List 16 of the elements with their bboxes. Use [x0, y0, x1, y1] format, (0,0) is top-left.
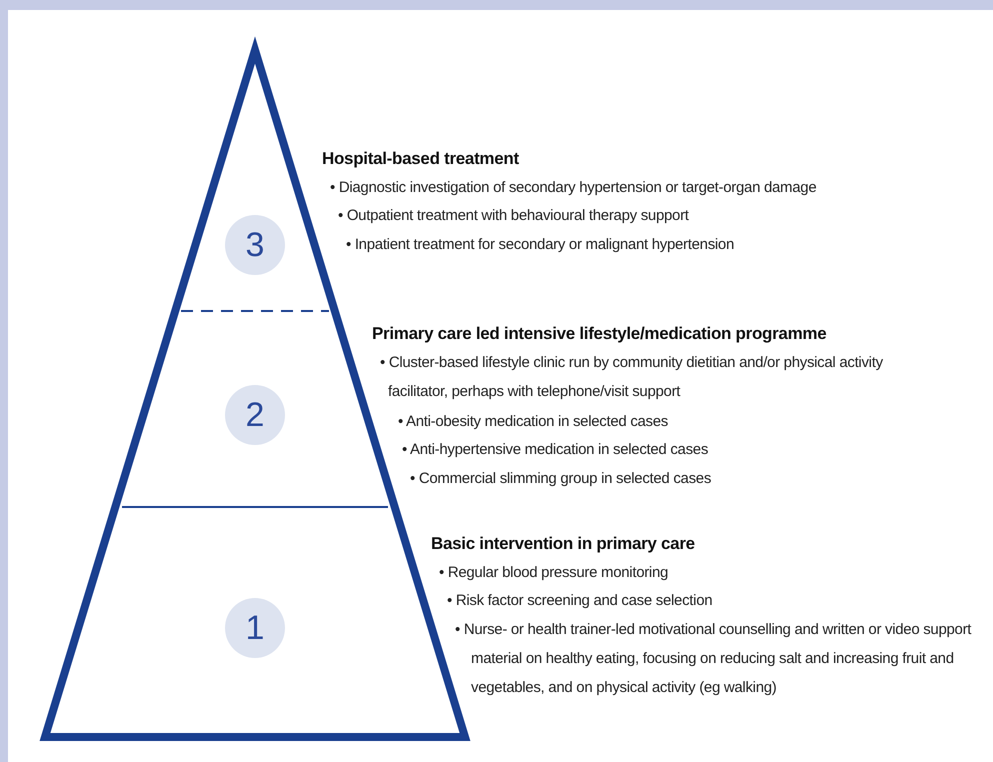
tier-number-circle: 2 [225, 385, 285, 445]
bullet-text: • Diagnostic investigation of secondary hypertension or target-organ damage [330, 178, 818, 198]
bullet-text: • Nurse- or health trainer-led motivational counselling and written or video support material on healthy eating, focusing on reducing salt and increasing fruit and vegetables, and on physical activity (eg walking) [455, 620, 972, 698]
tier-heading: Primary care led intensive lifestyle/medication programme [372, 323, 828, 345]
tier-heading: Basic intervention in primary care [431, 533, 696, 555]
bullet-text: • Risk factor screening and case selection [447, 591, 714, 611]
bullet-text: • Inpatient treatment for secondary or malignant hypertension [346, 235, 736, 255]
bullet-text: • Regular blood pressure monitoring [439, 563, 670, 583]
tier-number-circle: 1 [225, 598, 285, 658]
bullet-text: • Cluster-based lifestyle clinic run by community dietitian and/or physical activity facilitator, perhaps with telephone/visit support [380, 353, 884, 402]
bullet-text: • Commercial slimming group in selected cases [410, 469, 712, 489]
bullet-text: • Anti-hypertensive medication in selected cases [402, 440, 710, 460]
tier-heading: Hospital-based treatment [322, 148, 520, 170]
bullet-text: • Outpatient treatment with behavioural therapy support [338, 206, 690, 226]
tier-number-circle: 3 [225, 215, 285, 275]
bullet-text: • Anti-obesity medication in selected cases [398, 412, 669, 432]
